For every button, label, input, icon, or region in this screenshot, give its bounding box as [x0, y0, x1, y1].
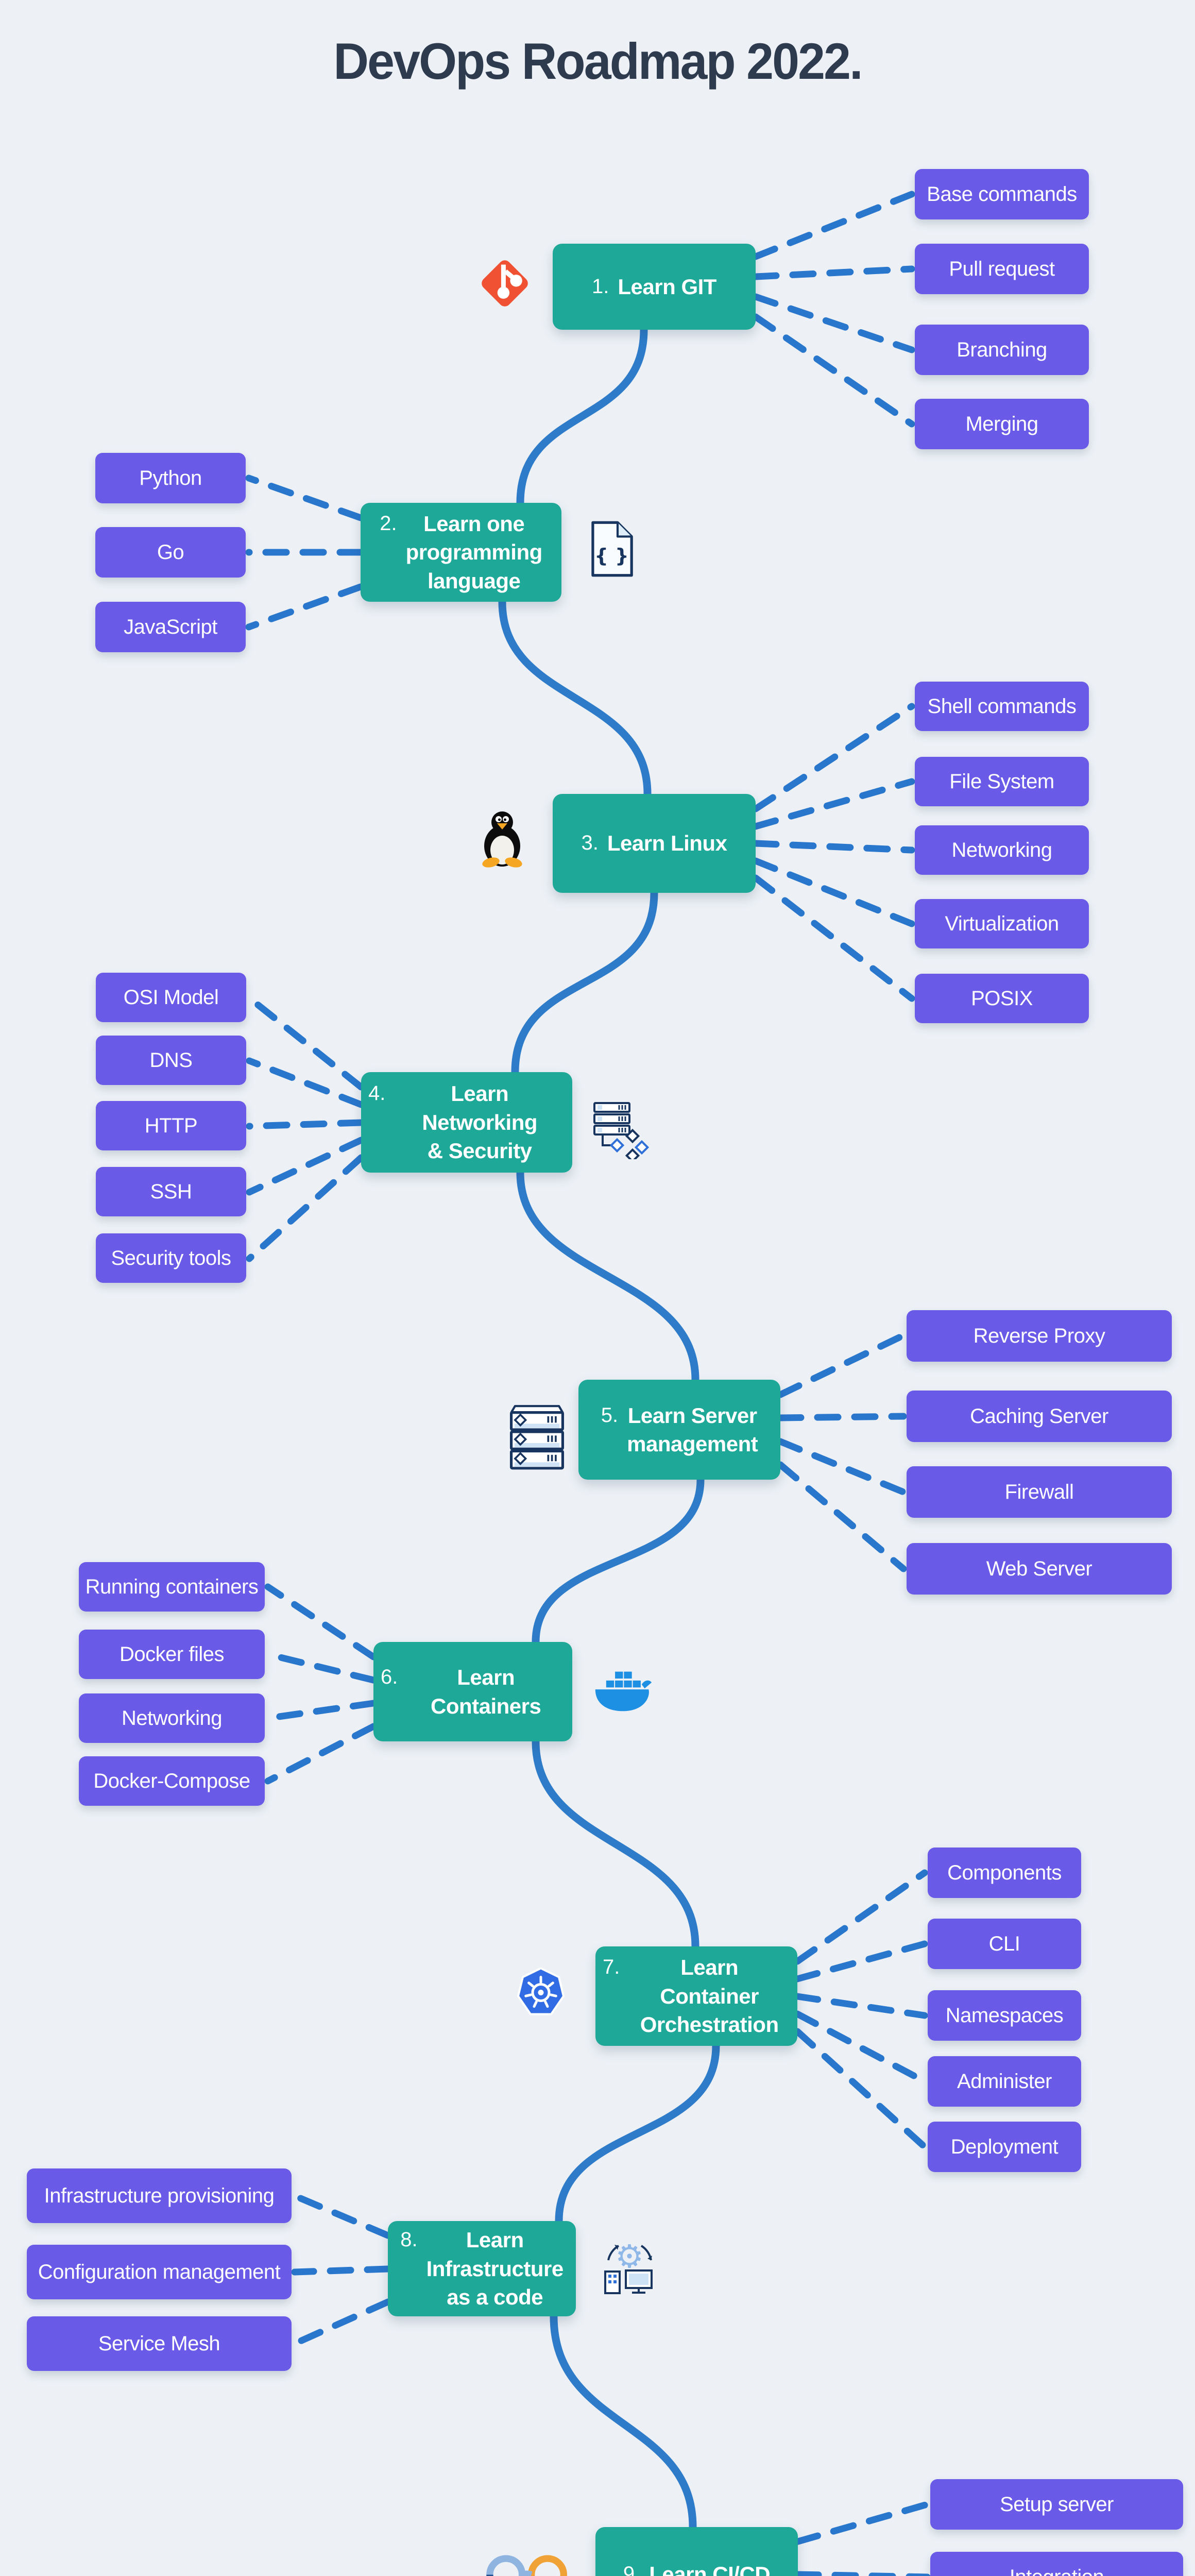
topic-box: Deployment	[928, 2122, 1081, 2172]
roadmap-curve	[498, 326, 720, 2576]
step-title: Learn Container Orchestration	[640, 1955, 779, 2037]
topic-box: Docker files	[79, 1630, 265, 1679]
topic-box: Merging	[915, 399, 1089, 449]
step-5-box: 5. Learn Server management	[578, 1380, 780, 1480]
topic-box: JavaScript	[95, 602, 246, 652]
step-7-box: 7. Learn Container Orchestration	[595, 1946, 797, 2046]
step-title: Learn Server management	[627, 1403, 758, 1456]
topic-box: CLI	[928, 1919, 1081, 1969]
topic-box: Firewall	[907, 1466, 1172, 1518]
topic-box: Service Mesh	[27, 2316, 292, 2371]
git-icon	[482, 260, 528, 307]
step-number: 9.	[623, 2563, 641, 2576]
topic-box: Go	[95, 527, 246, 578]
svg-text:⚙: ⚙	[615, 2239, 644, 2275]
step-4-box: 4. Learn Networking & Security	[361, 1072, 572, 1173]
topic-box: Pull request	[915, 244, 1089, 294]
step-number: 1.	[592, 275, 609, 298]
step-title: Learn Linux	[607, 831, 727, 856]
topic-box: Caching Server	[907, 1391, 1172, 1442]
step-number: 7.	[603, 1956, 620, 1979]
topic-box: Shell commands	[915, 682, 1089, 731]
topic-box: Web Server	[907, 1543, 1172, 1595]
kubernetes-icon	[517, 1967, 565, 2015]
step-title: Learn CI/CD	[649, 2562, 771, 2576]
step-3-box: 3. Learn Linux	[553, 794, 756, 893]
dashed-topic-connectors	[245, 191, 931, 2576]
topic-box: Base commands	[915, 169, 1089, 219]
code-file-icon: { }	[591, 521, 633, 577]
step-title: Learn one programming language	[405, 511, 543, 593]
topic-box: Docker-Compose	[79, 1756, 265, 1806]
server-rack-icon	[509, 1405, 565, 1470]
step-title: Learn GIT	[618, 274, 716, 299]
topic-box: POSIX	[915, 974, 1089, 1023]
topic-box: Infrastructure provisioning	[27, 2168, 292, 2223]
linux-tux-icon	[482, 811, 522, 868]
step-title: Learn Infrastructure as a code	[426, 2228, 564, 2310]
network-security-icon	[593, 1102, 650, 1159]
step-1-box: 1. Learn GIT	[553, 244, 756, 330]
step-8-box: 8. Learn Infrastructure as a code	[388, 2221, 576, 2316]
step-2-box: 2. Learn one programming language	[361, 503, 561, 602]
topic-box: File System	[915, 757, 1089, 806]
topic-box: Networking	[79, 1693, 265, 1743]
topic-box: OSI Model	[96, 973, 246, 1022]
svg-text:{ }: { }	[594, 545, 629, 567]
step-number: 2.	[380, 512, 397, 535]
step-number: 5.	[601, 1403, 619, 1427]
topic-box: DNS	[96, 1036, 246, 1085]
topic-box: Administer	[928, 2056, 1081, 2107]
topic-box: Integration	[930, 2552, 1183, 2576]
step-number: 6.	[381, 1666, 398, 1689]
step-number: 8.	[400, 2228, 418, 2251]
topic-box: SSH	[96, 1167, 246, 1216]
topic-box: Python	[95, 453, 246, 503]
topic-box: Components	[928, 1848, 1081, 1898]
step-number: 4.	[368, 1082, 386, 1105]
step-number: 3.	[581, 832, 599, 855]
cicd-loop-icon	[486, 2555, 567, 2576]
step-6-box: 6. Learn Containers	[373, 1642, 572, 1741]
topic-box: Networking	[915, 825, 1089, 875]
topic-box: Reverse Proxy	[907, 1310, 1172, 1362]
topic-box: Virtualization	[915, 899, 1089, 948]
docker-whale-icon	[595, 1671, 652, 1711]
topic-box: Security tools	[96, 1233, 246, 1283]
topic-box: Branching	[915, 325, 1089, 375]
topic-box: Namespaces	[928, 1990, 1081, 2041]
step-9-box: 9. Learn CI/CD	[595, 2527, 798, 2576]
infrastructure-as-code-icon: ⚙	[604, 2239, 653, 2294]
step-title: Learn Networking & Security	[422, 1081, 538, 1163]
topic-box: HTTP	[96, 1101, 246, 1150]
step-title: Learn Containers	[430, 1665, 541, 1718]
topic-box: Running containers	[79, 1562, 265, 1612]
topic-box: Setup server	[930, 2479, 1183, 2530]
topic-box: Configuration management	[27, 2245, 292, 2299]
page-title: DevOps Roadmap 2022.	[333, 32, 863, 90]
